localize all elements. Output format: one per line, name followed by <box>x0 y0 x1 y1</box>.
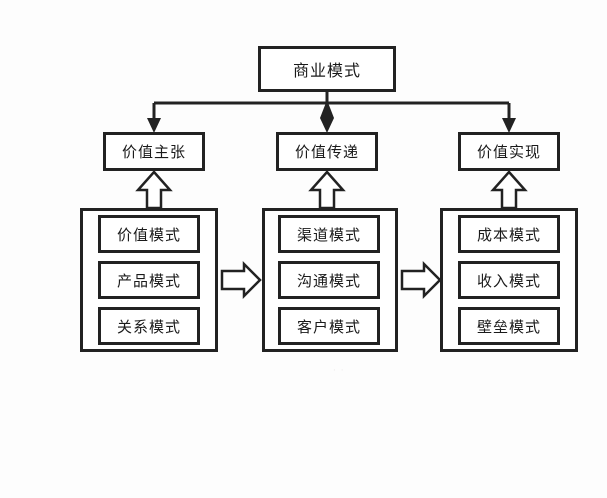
leaf-node-relationship-mode[interactable]: 关系模式 <box>98 307 200 345</box>
leaf-node-communication-mode[interactable]: 沟通模式 <box>278 261 380 299</box>
root-to-bus-connector <box>154 92 509 105</box>
hollow-arrow-up-value-realization <box>490 170 528 210</box>
leaf-node-barrier-mode[interactable]: 壁垒模式 <box>458 307 560 345</box>
leaf-node-channel-mode[interactable]: 渠道模式 <box>278 215 380 253</box>
branch-arrow-value-delivery <box>320 100 334 133</box>
leaf-node-cost-mode[interactable]: 成本模式 <box>458 215 560 253</box>
branch-arrow-value-proposition <box>147 103 161 133</box>
hollow-arrow-right-proposition-to-delivery <box>220 260 262 300</box>
leaf-node-value-mode[interactable]: 价值模式 <box>98 215 200 253</box>
branch-arrow-value-realization <box>502 103 516 133</box>
watermark-artifact: · · <box>333 366 345 376</box>
leaf-node-customer-mode[interactable]: 客户模式 <box>278 307 380 345</box>
hollow-arrow-right-delivery-to-realization <box>400 260 442 300</box>
stage-node-value-realization[interactable]: 价值实现 <box>458 132 560 171</box>
leaf-node-product-mode[interactable]: 产品模式 <box>98 261 200 299</box>
hollow-arrow-up-value-proposition <box>135 170 173 210</box>
hollow-arrow-up-value-delivery <box>308 170 346 210</box>
leaf-node-revenue-mode[interactable]: 收入模式 <box>458 261 560 299</box>
stage-node-value-proposition[interactable]: 价值主张 <box>103 132 205 171</box>
stage-node-value-delivery[interactable]: 价值传递 <box>276 132 378 171</box>
root-node-business-model[interactable]: 商业模式 <box>258 46 396 92</box>
